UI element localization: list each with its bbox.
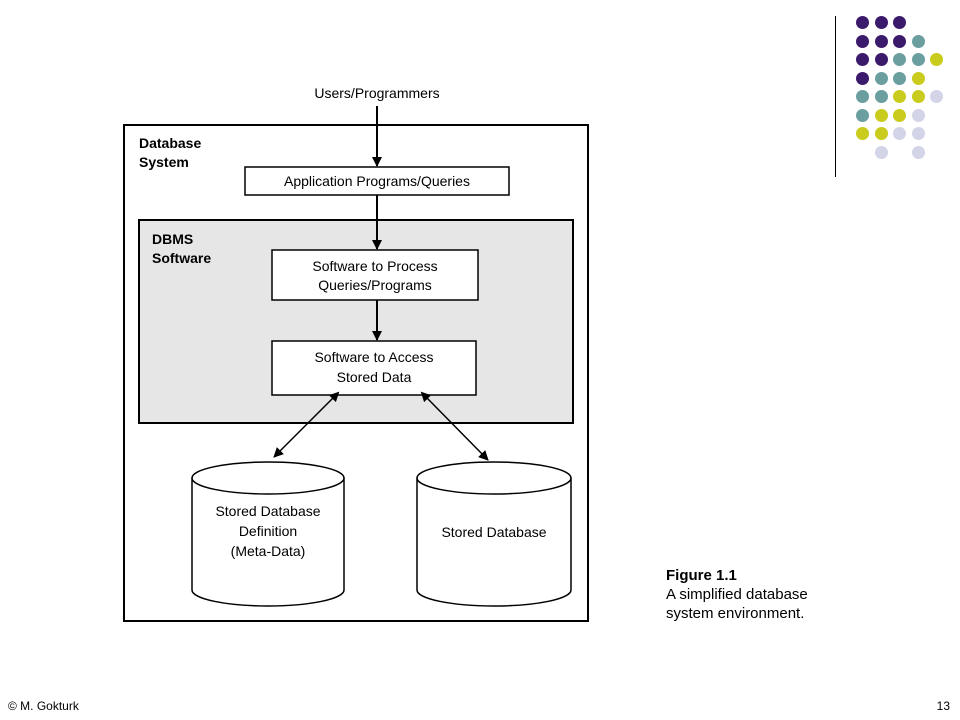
stored-database-label: Stored Database	[441, 524, 546, 540]
process-box	[271, 249, 479, 301]
decorative-dot	[930, 53, 943, 66]
figure-caption: Figure 1.1 A simplified database system …	[666, 566, 866, 623]
decorative-dot	[856, 34, 869, 48]
stored-definition-label-line2: Definition	[239, 523, 297, 539]
decorative-dot	[856, 127, 869, 140]
decorative-dot	[874, 53, 888, 66]
decorative-dot	[874, 127, 888, 140]
process-label-line1: Software to Process	[312, 258, 437, 274]
decorative-dot	[911, 145, 925, 159]
stored-definition-label-line1: Stored Database	[215, 503, 320, 519]
decorative-vertical-line	[835, 16, 836, 177]
figure-title: Figure 1.1	[666, 567, 737, 584]
decorative-dot	[911, 127, 925, 140]
decorative-dot	[911, 90, 925, 103]
decorative-dot	[874, 34, 888, 48]
access-label-line2: Stored Data	[337, 369, 412, 385]
decorative-dot	[856, 90, 869, 103]
access-box	[271, 340, 477, 396]
decorative-dot	[874, 71, 888, 85]
database-system-label-line2: System	[139, 154, 189, 170]
decorative-dot	[911, 53, 925, 66]
figure-text-line2: system environment.	[666, 605, 805, 622]
decorative-dot	[911, 34, 925, 48]
decorative-dot	[930, 90, 943, 103]
decorative-dot	[856, 108, 869, 122]
decorative-dot	[856, 71, 869, 85]
decorative-dot	[893, 90, 906, 103]
stored-definition-cylinder	[191, 461, 345, 607]
decorative-dot	[874, 108, 888, 122]
decorative-dot	[874, 90, 888, 103]
users-label: Users/Programmers	[314, 85, 439, 101]
decorative-dot	[856, 16, 869, 29]
decorative-dot	[893, 108, 906, 122]
page-number: 13	[936, 699, 950, 713]
stored-database-cylinder	[416, 461, 572, 607]
decorative-dot	[874, 145, 888, 159]
process-label-line2: Queries/Programs	[318, 277, 432, 293]
dbms-label-line1: DBMS	[152, 231, 193, 247]
stored-definition-label-line3: (Meta-Data)	[231, 543, 306, 559]
decorative-dot	[893, 16, 906, 29]
decorative-dot	[893, 53, 906, 66]
decorative-dot	[911, 71, 925, 85]
dbms-label-line2: Software	[152, 250, 211, 266]
access-label-line1: Software to Access	[314, 349, 433, 365]
decorative-dot	[893, 71, 906, 85]
database-system-label-line1: Database	[139, 135, 201, 151]
app-programs-box	[244, 166, 510, 196]
decorative-dot	[911, 108, 925, 122]
decorative-dot	[893, 34, 906, 48]
access-to-database-arrow	[420, 391, 489, 461]
decorative-dot	[856, 53, 869, 66]
access-to-definition-arrow	[273, 391, 340, 458]
figure-text-line1: A simplified database	[666, 586, 808, 603]
footer-author: © M. Gokturk	[8, 699, 79, 713]
decorative-dot	[893, 127, 906, 140]
decorative-dot	[874, 16, 888, 29]
app-programs-label: Application Programs/Queries	[284, 173, 470, 189]
